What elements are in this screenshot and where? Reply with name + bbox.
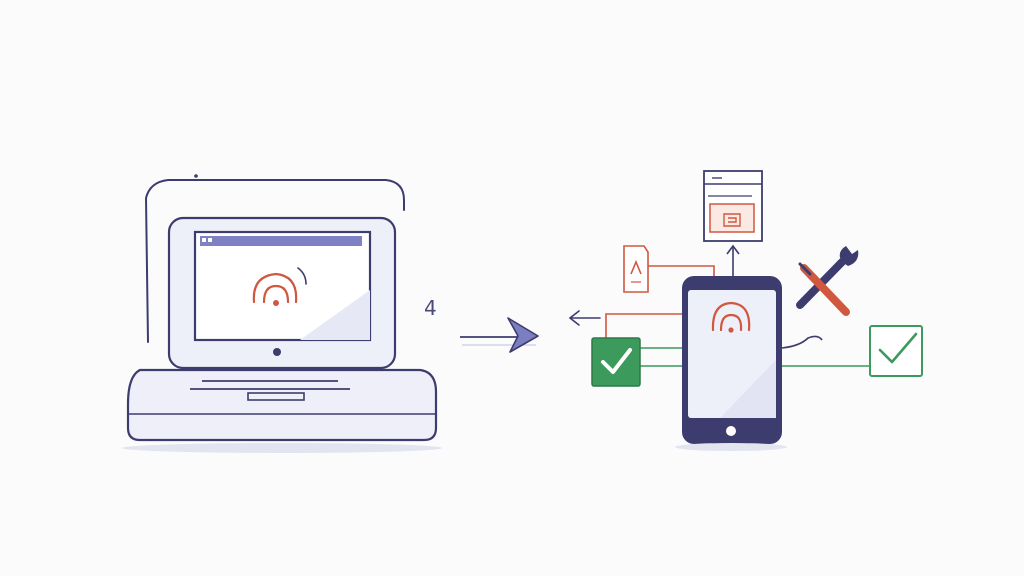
- arrow-right-icon: [460, 317, 539, 353]
- checkbox-checked-icon: [591, 337, 641, 387]
- browser-window-icon: [703, 170, 763, 242]
- checkbox-checked-icon: [869, 325, 923, 377]
- arrow-left-icon: [568, 310, 601, 326]
- tools-icon: [796, 246, 859, 316]
- connector-lines: [605, 244, 870, 367]
- signal-icon: [252, 267, 307, 306]
- laptop-icon: [122, 174, 442, 453]
- signal-icon: [711, 301, 751, 333]
- document-icon: [623, 245, 649, 293]
- annotation-number: 4: [424, 296, 437, 320]
- smartphone-icon: [675, 276, 787, 451]
